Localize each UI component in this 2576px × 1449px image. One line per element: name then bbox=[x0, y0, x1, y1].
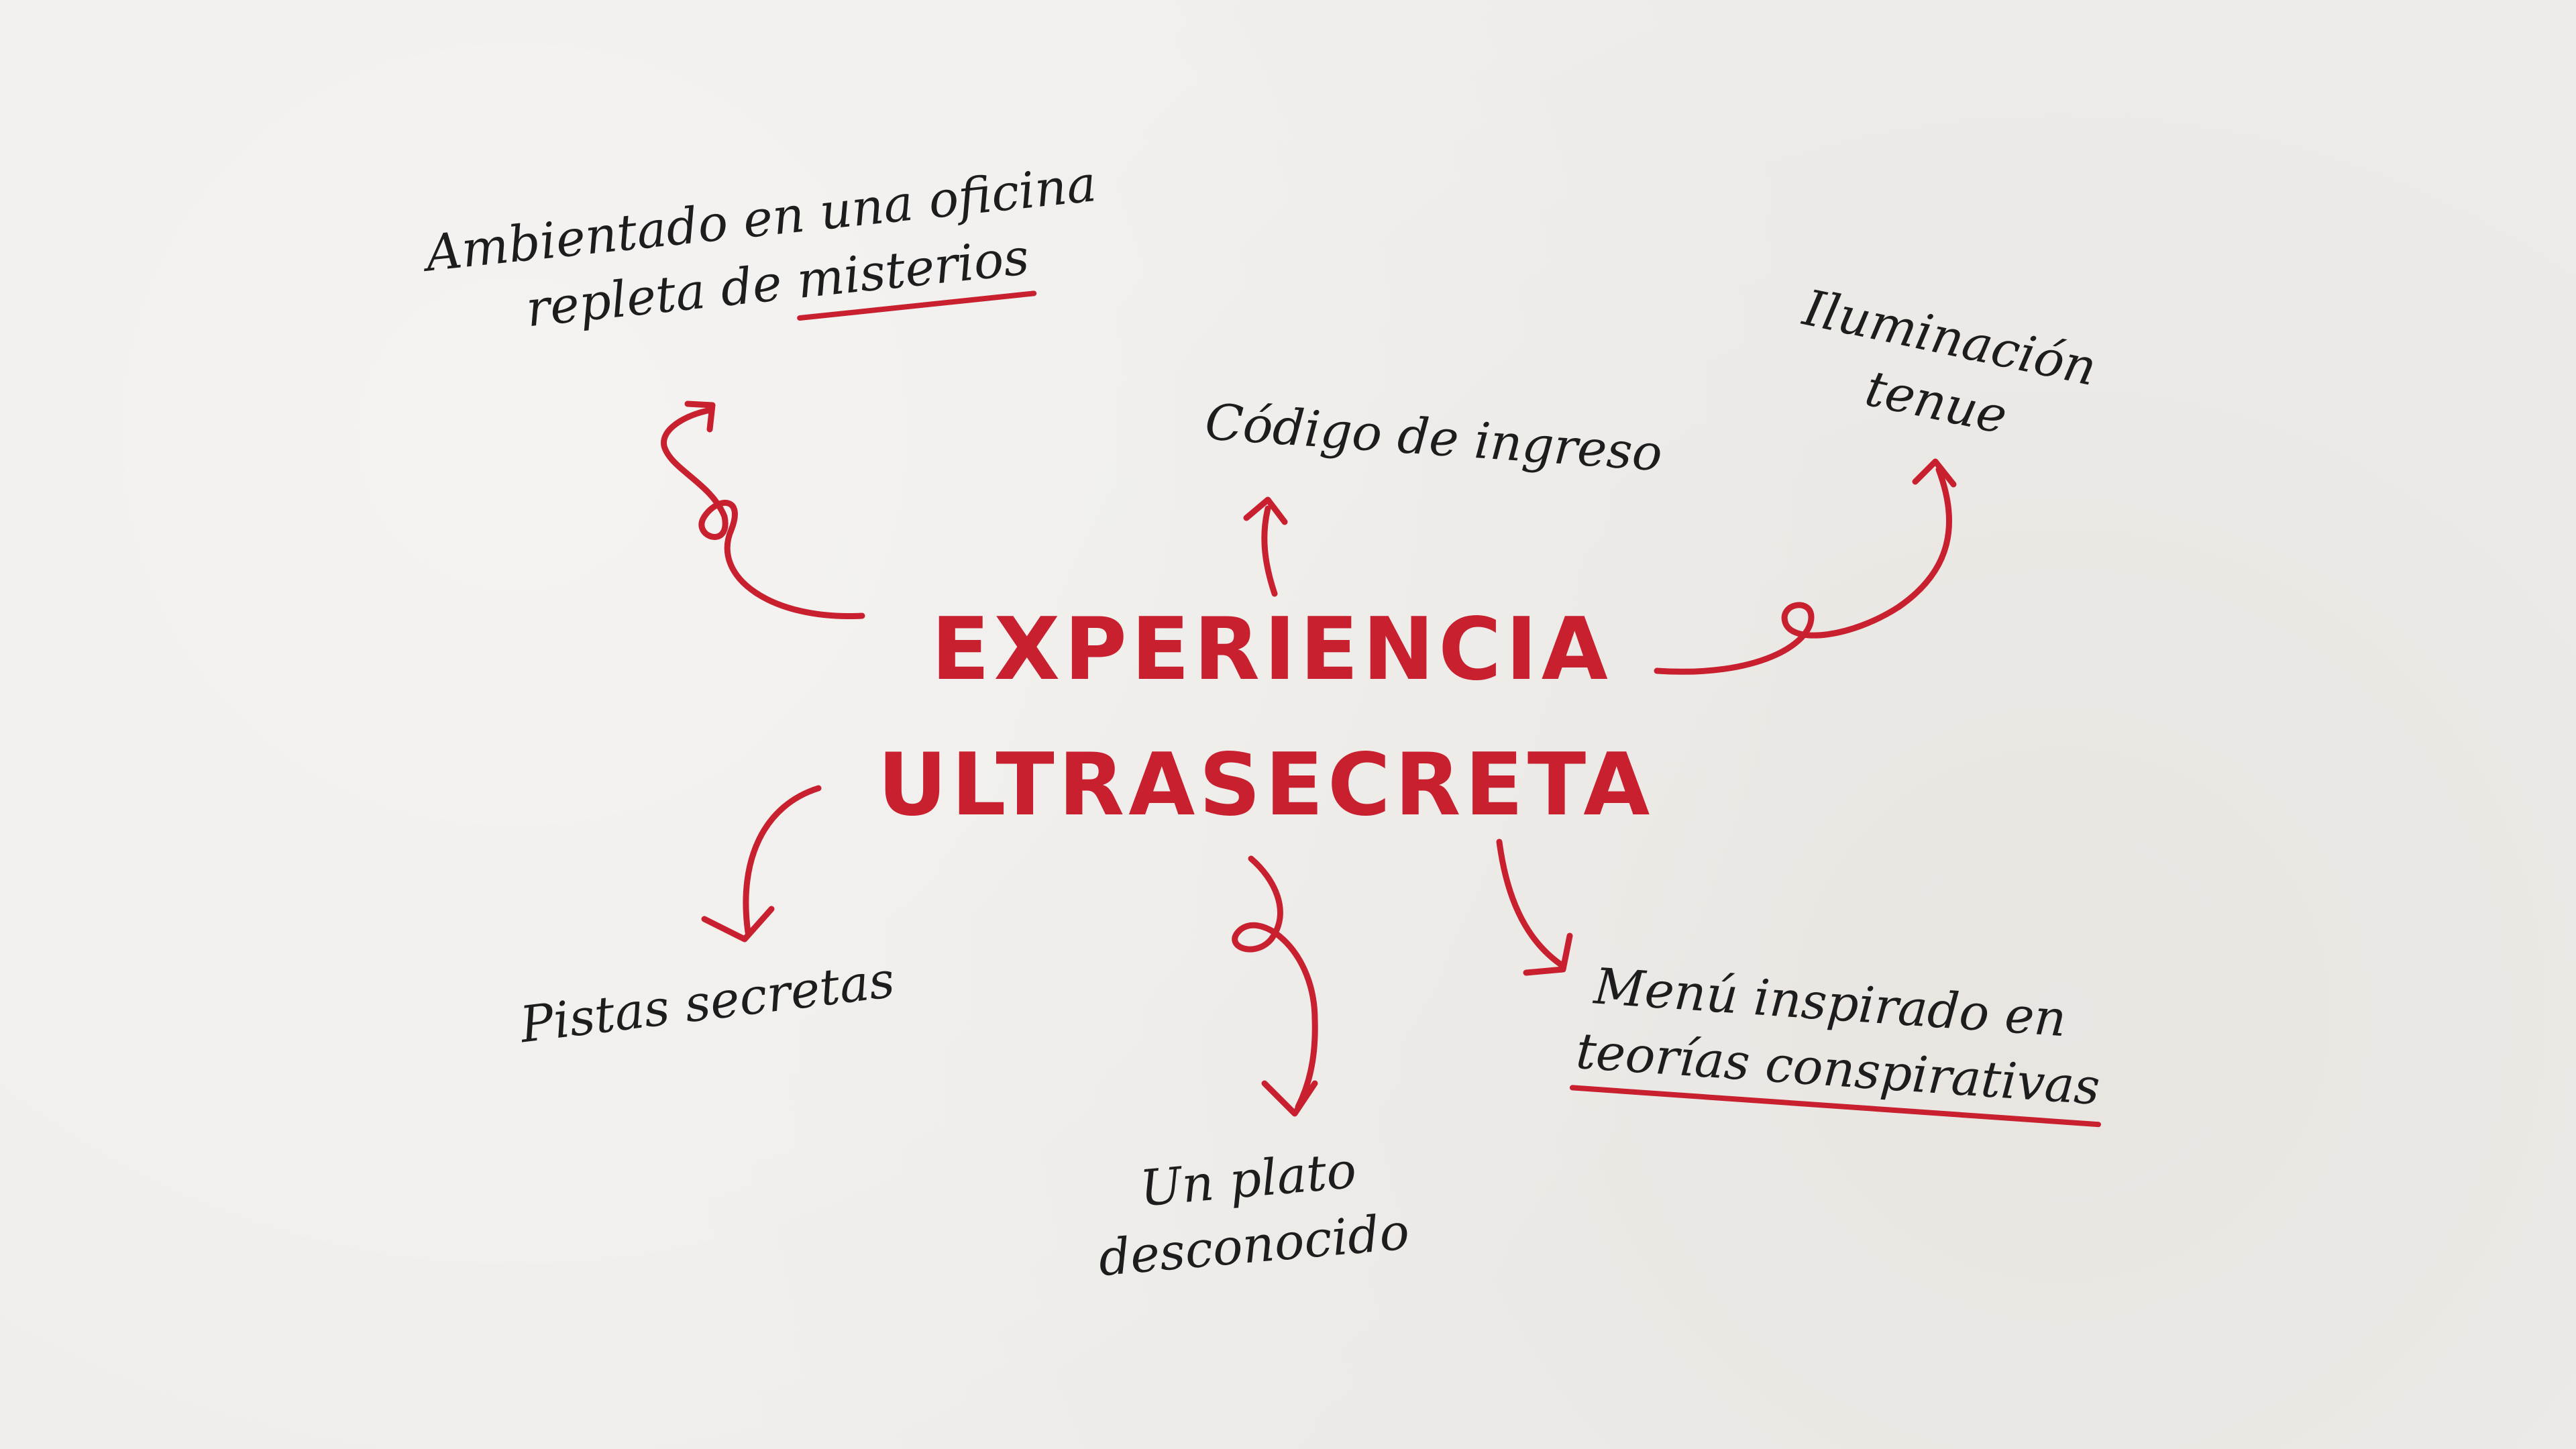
arrowhead-codigo bbox=[1243, 496, 1288, 525]
arrow-to-oficina bbox=[661, 407, 865, 620]
arrow-to-menu bbox=[1496, 839, 1566, 969]
arrow-to-plato bbox=[1232, 855, 1318, 1110]
arrowhead-pistas bbox=[701, 906, 775, 943]
arrow-to-codigo bbox=[1261, 505, 1278, 597]
arrow-to-pistas bbox=[743, 785, 822, 936]
central-title-line-1: EXPERIENCIA bbox=[931, 600, 1612, 700]
arrow-to-iluminacion bbox=[1654, 466, 1952, 675]
node-plato: Un plato desconocido bbox=[1090, 1134, 1412, 1292]
arrowhead-plato bbox=[1261, 1080, 1318, 1117]
arrowhead-menu bbox=[1523, 932, 1573, 976]
central-title-line-2: ULTRASECRETA bbox=[877, 735, 1654, 835]
arrowhead-oficina bbox=[684, 400, 716, 433]
arrowhead-iluminacion bbox=[1912, 458, 1957, 488]
